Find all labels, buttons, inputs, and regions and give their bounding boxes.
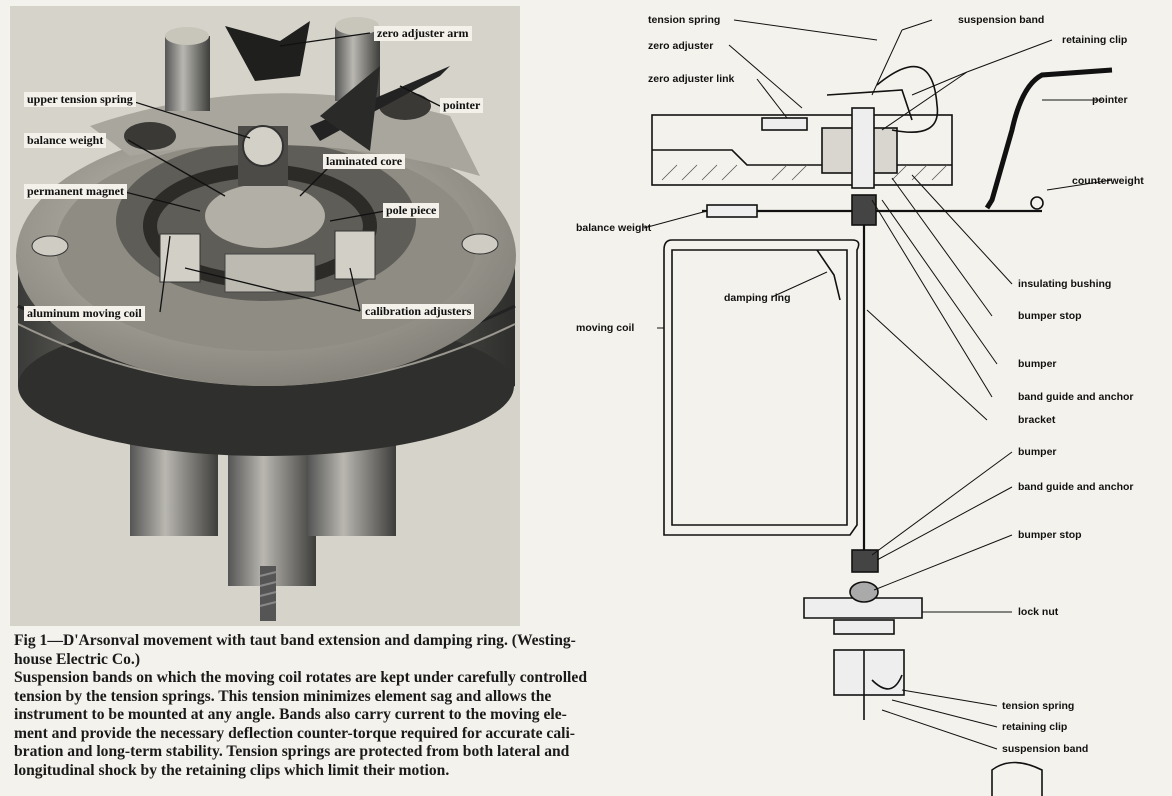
diagram-label-damping-ring: damping ring (724, 292, 791, 304)
diagram-label-bumper-lower: bumper (1018, 446, 1057, 458)
caption-title-line-1: Fig 1—D'Arsonval movement with taut band… (14, 632, 576, 649)
caption-title-line-2: house Electric Co.) (14, 650, 141, 668)
diagram-label-tension-spring-top: tension spring (648, 14, 721, 26)
diagram-label-band-guide-and-anchor-upper: band guide and anchor (1018, 391, 1134, 403)
diagram-label-pointer: pointer (1092, 94, 1128, 106)
cross-section-diagram: tension spring zero adjuster zero adjust… (572, 0, 1172, 796)
diagram-label-suspension-band-bottom: suspension band (1002, 743, 1089, 755)
diagram-label-bumper-stop-lower: bumper stop (1018, 529, 1082, 541)
caption-body-line-5: bration and long-term stability. Tension… (14, 743, 570, 760)
diagram-label-retaining-clip-top: retaining clip (1062, 34, 1128, 46)
caption-body-line-6: longitudinal shock by the retaining clip… (14, 761, 450, 779)
photo-label-permanent-magnet: permanent magnet (24, 184, 127, 199)
photo-label-aluminum-moving-coil: aluminum moving coil (24, 306, 145, 321)
meter-movement-photo: zero adjuster arm upper tension spring p… (10, 6, 520, 626)
diagram-label-bumper-upper: bumper (1018, 358, 1057, 370)
diagram-label-zero-adjuster: zero adjuster (648, 40, 714, 52)
photo-label-pole-piece: pole piece (383, 203, 440, 218)
caption-body-line-2: tension by the tension springs. This ten… (14, 687, 552, 705)
diagram-drawing (643, 19, 1113, 796)
diagram-label-retaining-clip-bottom: retaining clip (1002, 721, 1068, 733)
photo-illustration (10, 6, 520, 626)
diagram-label-band-guide-and-anchor-lower: band guide and anchor (1018, 481, 1134, 493)
photo-label-laminated-core: laminated core (323, 154, 406, 169)
photo-label-calibration-adjusters: calibration adjusters (362, 304, 475, 319)
caption-body-line-1: Suspension bands on which the moving coi… (14, 669, 587, 686)
diagram-label-moving-coil: moving coil (576, 322, 635, 334)
diagram-label-insulating-bushing: insulating bushing (1018, 278, 1112, 290)
diagram-label-balance-weight: balance weight (576, 222, 652, 234)
diagram-label-bumper-stop-upper: bumper stop (1018, 310, 1082, 322)
photo-label-upper-tension-spring: upper tension spring (24, 92, 136, 107)
diagram-label-suspension-band-top: suspension band (958, 14, 1045, 26)
diagram-label-bracket: bracket (1018, 414, 1056, 426)
photo-label-pointer: pointer (440, 98, 484, 113)
photo-label-zero-adjuster-arm: zero adjuster arm (374, 26, 472, 41)
caption-body-line-3: instrument to be mounted at any angle. B… (14, 706, 567, 723)
diagram-label-tension-spring-bottom: tension spring (1002, 700, 1075, 712)
figure-caption: Fig 1—D'Arsonval movement with taut band… (14, 632, 734, 780)
caption-body-line-4: ment and provide the necessary deflectio… (14, 724, 575, 742)
diagram-label-counterweight: counterweight (1072, 175, 1144, 187)
diagram-label-lock-nut: lock nut (1018, 606, 1059, 618)
photo-label-balance-weight: balance weight (24, 133, 107, 148)
diagram-label-zero-adjuster-link: zero adjuster link (648, 73, 735, 85)
